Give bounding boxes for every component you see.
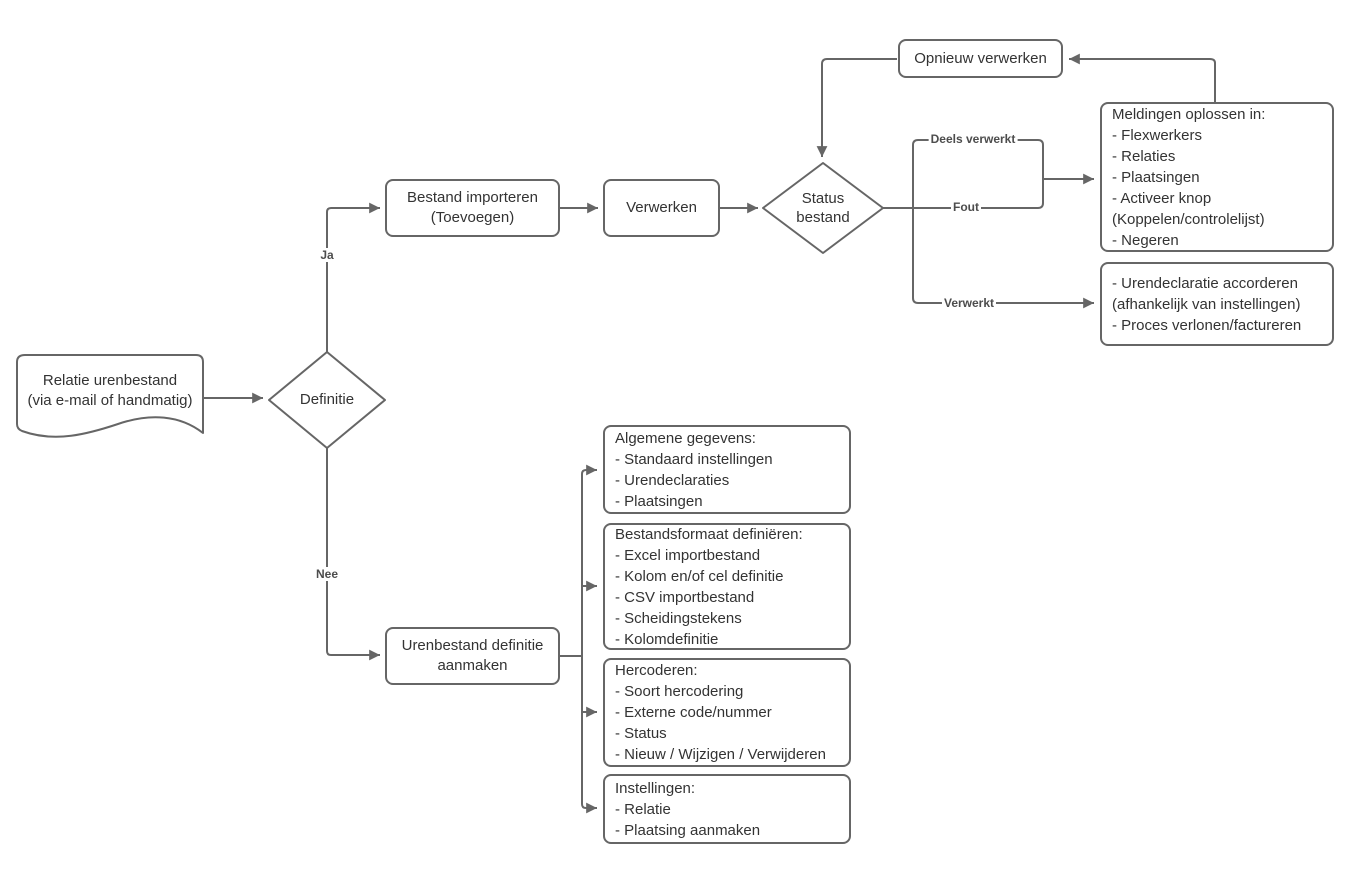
text-line: Bestandsformaat definiëren: [615,525,803,543]
text-line: - Relatie [615,800,671,818]
diamond-status-bestand [762,162,884,254]
node-instellingen: Instellingen: - Relatie - Plaatsing aanmak… [603,774,851,844]
text-line: - Kolomdefinitie [615,630,719,648]
text-line: Hercoderen: [615,662,698,679]
edge-trunk-to-algemene [581,464,597,656]
text-line: Meldingen oplossen in: [1112,105,1266,123]
text-line: (afhankelijk van instellingen) [1112,295,1301,313]
diamond-definitie [268,351,386,449]
text-line: aanmaken [437,657,508,674]
text-line: - CSV importbestand [615,588,755,606]
text-line: - Proces verlonen/factureren [1112,316,1302,334]
edge-label-ja: Ja [318,248,336,262]
text-line: - Negeren [1112,231,1179,249]
text-line: - Externe code/nummer [615,704,772,721]
text-line: - Status [615,725,667,742]
node-hercoderen: Hercoderen: - Soort hercodering - Externe … [603,658,851,767]
node-urenbestand-definitie: Urenbestand definitie aanmaken [385,627,560,685]
text-line: - Nieuw / Wijzigen / Verwijderen [615,746,826,763]
node-opnieuw-verwerken: Opnieuw verwerken [898,39,1063,78]
text-line: - Soort hercodering [615,683,744,700]
text-line: - Plaatsingen [615,492,703,510]
text-line: - Standaard instellingen [615,450,773,468]
text-line: (Toevoegen) [430,209,515,226]
edge-label-deels-verwerkt: Deels verwerkt [928,132,1018,146]
text-line: Bestand importeren [407,189,538,206]
edge-trunk-to-instellingen [581,656,597,814]
edge-definitie-ja [326,202,380,352]
node-bestandsformaat-definieren: Bestandsformaat definiëren: - Excel impor… [603,523,851,650]
edge-label-fout: Fout [951,200,981,214]
text-line: - Relaties [1112,147,1176,165]
text-line: - Plaatsing aanmaken [615,821,761,839]
edge-status-verwerkt [912,208,1094,309]
text-line: Instellingen: [615,779,696,797]
edge-definitie-nee [326,448,380,661]
edge-status-bracket [883,139,1044,209]
node-verwerken: Verwerken [603,179,720,237]
text-line: Opnieuw verwerken [914,49,1047,67]
node-bestand-importeren: Bestand importeren (Toevoegen) [385,179,560,237]
node-algemene-gegevens: Algemene gegevens: - Standaard instelling… [603,425,851,514]
text-line: - Flexwerkers [1112,126,1203,144]
edge-opnieuw-to-status [816,58,897,157]
text-line: - Urendeclaraties [615,471,730,489]
text-line: - Kolom en/of cel definitie [615,567,784,585]
edge-meldingen-to-opnieuw [1069,53,1216,102]
text-line: - Urendeclaratie accorderen [1112,274,1298,292]
node-meldingen-oplossen: Meldingen oplossen in: - Flexwerkers - Rel… [1100,102,1334,252]
text-line: - Plaatsingen [1112,168,1200,186]
text-line: - Scheidingstekens [615,609,742,627]
node-urendeclaratie-accorderen: - Urendeclaratie accorderen (afhankelijk … [1100,262,1334,346]
text-line: Verwerken [626,199,697,216]
text-line: Urenbestand definitie [401,637,544,654]
document-shape [16,354,204,438]
edge-label-nee: Nee [313,567,341,581]
edge-label-verwerkt: Verwerkt [941,296,997,310]
text-line: - Excel importbestand [615,546,761,564]
text-line: - Activeer knop [1112,189,1212,207]
text-line: Algemene gegevens: [615,429,756,447]
text-line: (Koppelen/controlelijst) [1112,210,1265,228]
